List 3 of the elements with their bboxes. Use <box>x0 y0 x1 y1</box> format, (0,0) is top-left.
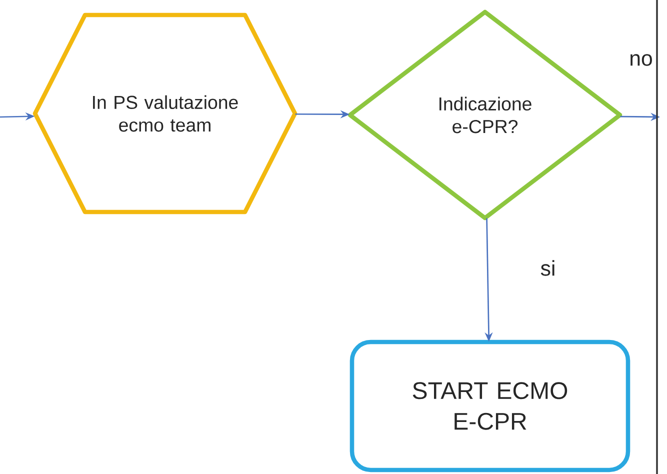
process-box: START ECMO E-CPR <box>350 340 630 472</box>
edge-label: no <box>628 52 654 68</box>
edge-label: si <box>538 258 558 278</box>
